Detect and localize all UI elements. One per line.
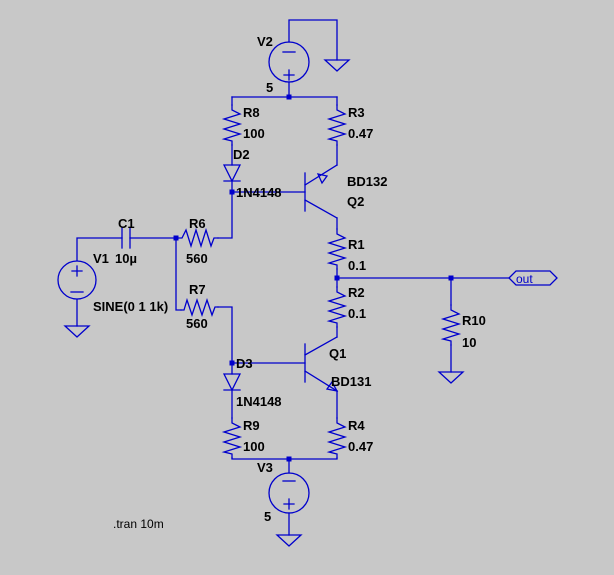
v2-name: V2 — [257, 34, 273, 49]
resistor-r4[interactable] — [326, 417, 348, 459]
resistor-r9[interactable] — [221, 417, 243, 459]
r4-value: 0.47 — [348, 439, 373, 454]
r3-name: R3 — [348, 105, 365, 120]
spice-directive[interactable]: .tran 10m — [113, 517, 164, 531]
net-label-out: out — [508, 270, 558, 286]
resistor-r10[interactable] — [440, 304, 462, 346]
net-label-out-text: out — [516, 272, 533, 286]
r10-value: 10 — [462, 335, 476, 350]
ground-icon — [323, 59, 351, 72]
d3-value: 1N4148 — [236, 394, 282, 409]
r7-value: 560 — [186, 316, 208, 331]
r4-name: R4 — [348, 418, 365, 433]
r3-value: 0.47 — [348, 126, 373, 141]
q1-value: BD131 — [331, 374, 371, 389]
resistor-r6[interactable] — [175, 227, 219, 249]
diode-d2[interactable] — [222, 164, 242, 183]
r8-value: 100 — [243, 126, 265, 141]
r6-value: 560 — [186, 251, 208, 266]
transistor-q1[interactable] — [304, 336, 339, 392]
voltage-source-v1[interactable] — [57, 260, 97, 300]
resistor-r3[interactable] — [326, 104, 348, 146]
transistor-q2[interactable] — [304, 164, 338, 219]
ground-icon — [63, 325, 91, 338]
voltage-source-v2[interactable] — [268, 41, 310, 83]
junction-out-mid — [334, 275, 340, 281]
capacitor-c1[interactable] — [121, 227, 131, 249]
r9-value: 100 — [243, 439, 265, 454]
junction-top-rail — [286, 94, 292, 100]
junction-d2-base — [229, 189, 235, 195]
wires — [76, 19, 510, 536]
q1-name: Q1 — [329, 346, 346, 361]
r7-name: R7 — [189, 282, 206, 297]
junction-d3-base — [229, 360, 235, 366]
r9-name: R9 — [243, 418, 260, 433]
r1-value: 0.1 — [348, 258, 366, 273]
r8-name: R8 — [243, 105, 260, 120]
resistor-r1[interactable] — [326, 228, 348, 270]
d2-name: D2 — [233, 147, 250, 162]
r10-name: R10 — [462, 313, 486, 328]
ground-icon — [275, 534, 303, 547]
v3-value: 5 — [264, 509, 271, 524]
resistor-r2[interactable] — [326, 286, 348, 328]
v3-name: V3 — [257, 460, 273, 475]
r2-value: 0.1 — [348, 306, 366, 321]
resistor-r8[interactable] — [221, 104, 243, 146]
v2-value: 5 — [266, 80, 273, 95]
resistor-r7[interactable] — [180, 297, 219, 318]
q2-value: BD132 — [347, 174, 387, 189]
junction-bottom-rail — [286, 456, 292, 462]
q2-name: Q2 — [347, 194, 364, 209]
d2-value: 1N4148 — [236, 185, 282, 200]
r2-name: R2 — [348, 285, 365, 300]
v1-name: V1 — [93, 251, 109, 266]
c1-name: C1 — [118, 216, 135, 231]
voltage-source-v3[interactable] — [268, 472, 310, 514]
ground-icon — [437, 371, 465, 384]
v1-value: SINE(0 1 1k) — [93, 299, 168, 314]
r1-name: R1 — [348, 237, 365, 252]
diode-d3[interactable] — [222, 373, 242, 392]
d3-name: D3 — [236, 356, 253, 371]
junction-out-load — [448, 275, 454, 281]
c1-value: 10µ — [115, 251, 137, 266]
r6-name: R6 — [189, 216, 206, 231]
